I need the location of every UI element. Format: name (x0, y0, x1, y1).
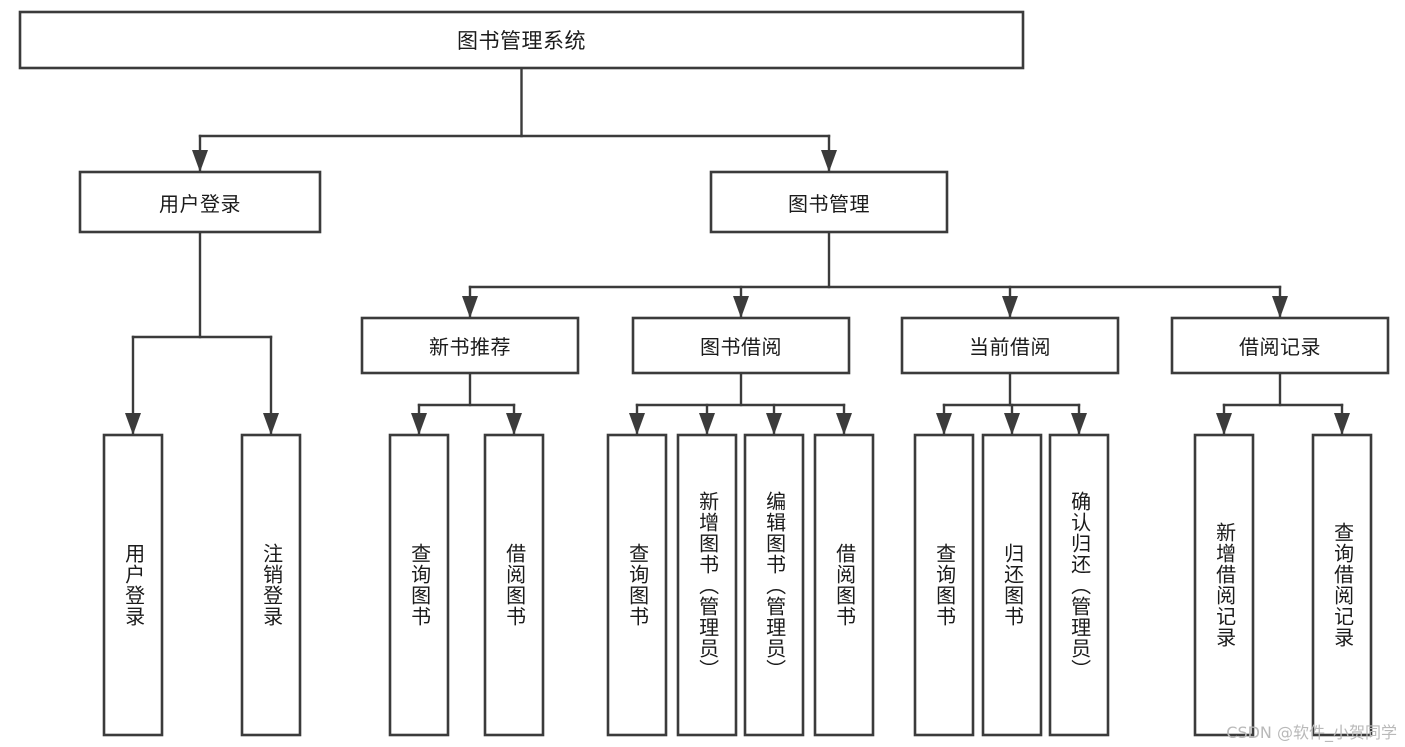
node-box-leaf-add-record[interactable] (1193, 433, 1255, 737)
node-box-leaf-borrow-book-2[interactable] (813, 433, 875, 737)
edge-layer (125, 66, 1350, 437)
arrow-head-icon (1071, 413, 1087, 435)
arrow-head-icon (1272, 296, 1288, 318)
arrow-head-icon (936, 413, 952, 435)
node-box-leaf-query-book-2[interactable] (606, 433, 668, 737)
arrow-head-icon (192, 150, 208, 172)
arrow-head-icon (506, 413, 522, 435)
arrow-head-icon (821, 150, 837, 172)
arrow-head-icon (733, 296, 749, 318)
arrow-head-icon (836, 413, 852, 435)
arrow-head-icon (125, 413, 141, 435)
node-box-book-borrow[interactable] (631, 316, 851, 375)
node-box-leaf-query-record[interactable] (1311, 433, 1373, 737)
node-box-leaf-return-book[interactable] (981, 433, 1043, 737)
arrow-head-icon (462, 296, 478, 318)
arrow-head-icon (411, 413, 427, 435)
arrow-head-icon (629, 413, 645, 435)
arrow-head-icon (699, 413, 715, 435)
arrow-head-icon (1004, 413, 1020, 435)
node-box-leaf-edit-book[interactable] (743, 433, 805, 737)
arrow-head-icon (1216, 413, 1232, 435)
node-box-book-manage[interactable] (709, 170, 949, 234)
node-box-leaf-query-book-3[interactable] (913, 433, 975, 737)
box-layer (18, 10, 1390, 737)
arrow-head-icon (1002, 296, 1018, 318)
node-box-leaf-add-book[interactable] (676, 433, 738, 737)
node-box-root[interactable] (18, 10, 1025, 70)
node-box-current-borrow[interactable] (900, 316, 1120, 375)
node-box-leaf-borrow-book-1[interactable] (483, 433, 545, 737)
arrow-head-icon (1334, 413, 1350, 435)
arrow-head-icon (766, 413, 782, 435)
node-box-borrow-record[interactable] (1170, 316, 1390, 375)
node-box-new-book-rec[interactable] (360, 316, 580, 375)
node-box-leaf-confirm-return[interactable] (1048, 433, 1110, 737)
arrow-head-icon (263, 413, 279, 435)
node-box-leaf-logout[interactable] (240, 433, 302, 737)
node-box-user-login[interactable] (78, 170, 322, 234)
node-box-leaf-user-login[interactable] (102, 433, 164, 737)
node-box-leaf-query-book-1[interactable] (388, 433, 450, 737)
